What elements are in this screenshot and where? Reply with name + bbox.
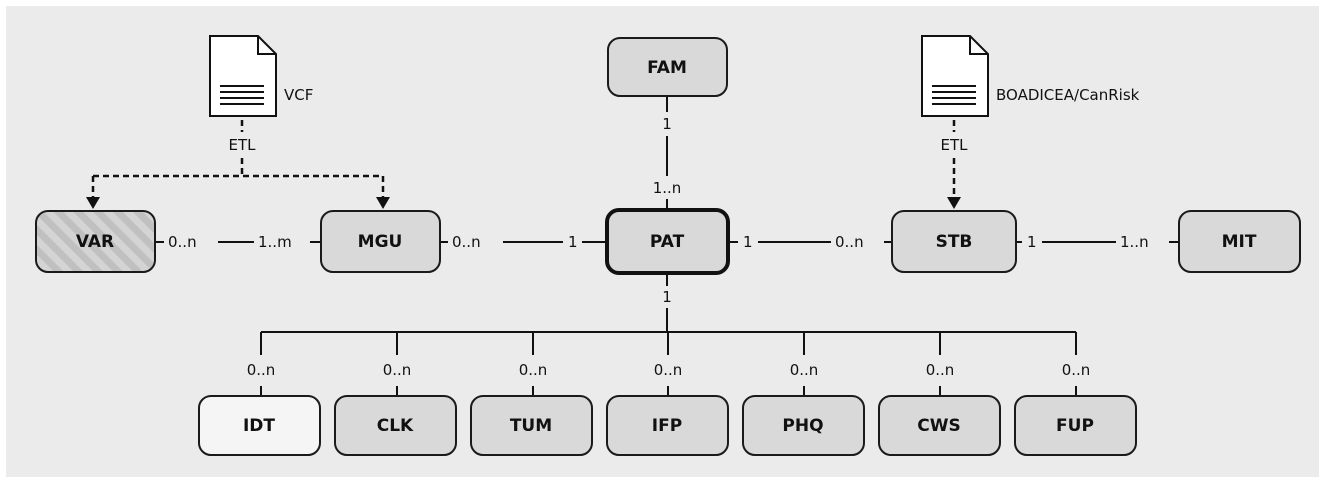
node-ifp[interactable]: IFP xyxy=(606,395,729,456)
node-mit[interactable]: MIT xyxy=(1178,210,1301,273)
node-tum[interactable]: TUM xyxy=(470,395,593,456)
arrow-to-stb xyxy=(947,197,961,209)
boadicea-file-icon xyxy=(921,35,989,117)
entity-relationship-diagram: VCF BOADICEA/CanRisk ETL ETL FAM VAR MGU… xyxy=(35,35,1301,456)
card-pat-stb-right: 0..n xyxy=(835,233,864,251)
diagram-canvas: VCF BOADICEA/CanRisk ETL ETL FAM VAR MGU… xyxy=(6,6,1319,477)
node-idt-label: IDT xyxy=(243,416,275,436)
node-mgu-label: MGU xyxy=(358,232,403,252)
card-fam-pat-bottom: 1..n xyxy=(653,179,682,197)
etl-left-label: ETL xyxy=(229,136,257,154)
card-fam-pat-top: 1 xyxy=(662,115,672,133)
card-var-mgu-left: 0..n xyxy=(168,233,197,251)
node-cws[interactable]: CWS xyxy=(878,395,1001,456)
vcf-label: VCF xyxy=(284,86,313,104)
etl-right-label: ETL xyxy=(941,136,969,154)
node-mit-label: MIT xyxy=(1222,232,1257,252)
node-stb[interactable]: STB xyxy=(891,210,1017,273)
node-var-label: VAR xyxy=(76,232,114,252)
node-pat[interactable]: PAT xyxy=(605,208,730,275)
node-phq-label: PHQ xyxy=(782,416,823,436)
node-fam-label: FAM xyxy=(647,58,687,78)
card-pat-children-top: 1 xyxy=(662,288,672,306)
card-tum: 0..n xyxy=(519,361,548,379)
card-stb-mit-right: 1..n xyxy=(1120,233,1149,251)
arrow-to-mgu xyxy=(376,197,390,209)
card-clk: 0..n xyxy=(383,361,412,379)
node-idt[interactable]: IDT xyxy=(198,395,321,456)
card-fup: 0..n xyxy=(1062,361,1091,379)
node-tum-label: TUM xyxy=(510,416,552,436)
node-var[interactable]: VAR xyxy=(35,210,156,273)
card-cws: 0..n xyxy=(926,361,955,379)
node-mgu[interactable]: MGU xyxy=(320,210,441,273)
boadicea-label: BOADICEA/CanRisk xyxy=(996,86,1140,104)
node-fup-label: FUP xyxy=(1056,416,1094,436)
node-ifp-label: IFP xyxy=(652,416,682,436)
card-phq: 0..n xyxy=(790,361,819,379)
node-clk[interactable]: CLK xyxy=(334,395,457,456)
node-phq[interactable]: PHQ xyxy=(742,395,865,456)
card-var-mgu-right: 1..m xyxy=(258,233,292,251)
card-stb-mit-left: 1 xyxy=(1027,233,1037,251)
node-cws-label: CWS xyxy=(917,416,960,436)
card-pat-stb-left: 1 xyxy=(743,233,753,251)
card-idt: 0..n xyxy=(247,361,276,379)
card-mgu-pat-right: 1 xyxy=(568,233,578,251)
arrow-to-var xyxy=(86,197,100,209)
vcf-file-icon xyxy=(209,35,277,117)
node-fam[interactable]: FAM xyxy=(607,37,728,97)
card-mgu-pat-left: 0..n xyxy=(452,233,481,251)
node-stb-label: STB xyxy=(936,232,973,252)
node-fup[interactable]: FUP xyxy=(1014,395,1137,456)
node-clk-label: CLK xyxy=(377,416,414,436)
card-ifp: 0..n xyxy=(654,361,683,379)
node-pat-label: PAT xyxy=(650,232,685,252)
